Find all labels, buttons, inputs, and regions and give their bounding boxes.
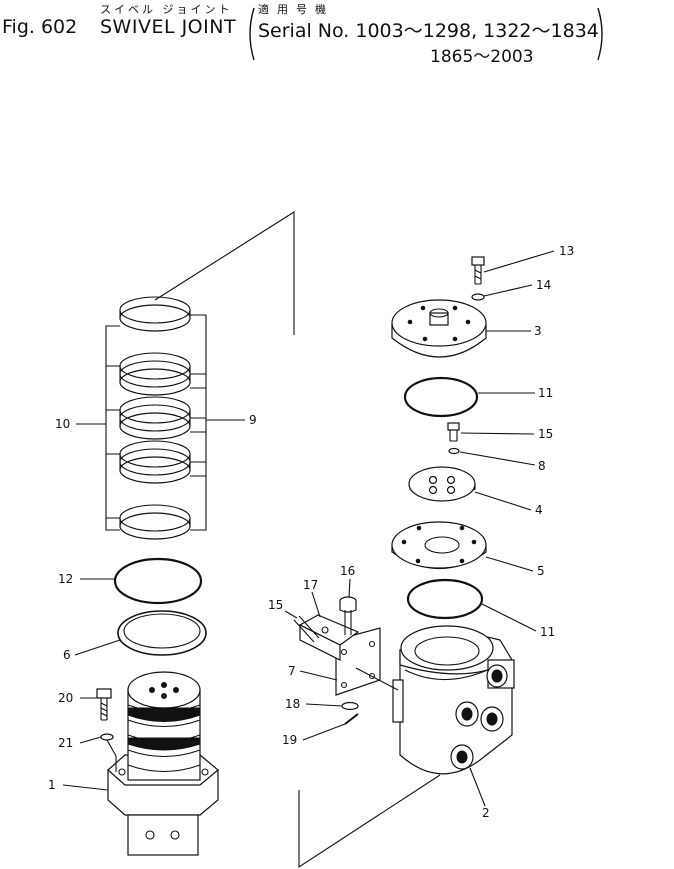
callout-4: 4 <box>535 503 543 517</box>
open-paren-mark <box>249 7 255 61</box>
bolt-13 <box>471 256 485 285</box>
callout-15-left: 15 <box>268 598 283 612</box>
leader-lines <box>62 250 555 807</box>
o-ring-8 <box>448 447 460 455</box>
figure-title: SWIVEL JOINT <box>100 16 237 38</box>
callout-19: 19 <box>282 733 297 747</box>
callout-11-upper: 11 <box>538 386 553 400</box>
serial-range-line2: 1865～2003 <box>430 47 534 67</box>
callout-11-lower: 11 <box>540 625 555 639</box>
figure-number: Fig. 602 <box>2 16 78 38</box>
reference-line <box>298 774 441 869</box>
applicable-label: 適用号機 <box>258 3 334 16</box>
o-ring-12 <box>113 557 203 605</box>
bracket-7 <box>335 627 399 696</box>
callout-6: 6 <box>63 648 71 662</box>
cover-3 <box>391 299 487 358</box>
callout-3: 3 <box>534 324 542 338</box>
plate-5 <box>391 521 487 569</box>
ring-group-brackets <box>105 211 295 531</box>
callout-17: 17 <box>303 578 318 592</box>
callout-10: 10 <box>55 417 70 431</box>
o-ring-11-lower <box>406 578 484 620</box>
close-paren-mark <box>597 7 603 61</box>
callout-1: 1 <box>48 778 56 792</box>
o-ring-11-upper <box>403 376 479 418</box>
callout-21: 21 <box>58 736 73 750</box>
bolt-16 <box>339 596 357 635</box>
washer-14 <box>471 293 485 301</box>
callout-18: 18 <box>285 697 300 711</box>
callout-14: 14 <box>536 278 551 292</box>
callout-2: 2 <box>482 806 490 820</box>
callout-13: 13 <box>559 244 574 258</box>
callout-16: 16 <box>340 564 355 578</box>
bolt-15-right <box>447 422 460 442</box>
callout-12: 12 <box>58 572 73 586</box>
callout-20: 20 <box>58 691 73 705</box>
callout-8: 8 <box>538 459 546 473</box>
swivel-body-2 <box>392 625 515 775</box>
bolt-20 <box>96 688 112 721</box>
washer-18 <box>341 701 359 711</box>
callout-9: 9 <box>249 413 257 427</box>
serial-range-line1: Serial No. 1003～1298, 1322～1834 <box>258 20 599 42</box>
callout-7: 7 <box>288 664 296 678</box>
seal-rings-stack <box>119 296 191 540</box>
bolt-15-left <box>293 615 320 643</box>
callout-15-right: 15 <box>538 427 553 441</box>
bracket-17 <box>298 614 360 661</box>
plate-4 <box>408 466 476 502</box>
seal-6 <box>117 610 207 656</box>
washer-21 <box>100 733 114 741</box>
pin-19 <box>344 713 359 725</box>
figure-header: スイベル ジョイント Fig. 602 SWIVEL JOINT 適用号機 Se… <box>0 0 674 70</box>
swivel-rotor-1 <box>107 671 219 856</box>
callout-5: 5 <box>537 564 545 578</box>
title-japanese: スイベル ジョイント <box>100 3 233 16</box>
